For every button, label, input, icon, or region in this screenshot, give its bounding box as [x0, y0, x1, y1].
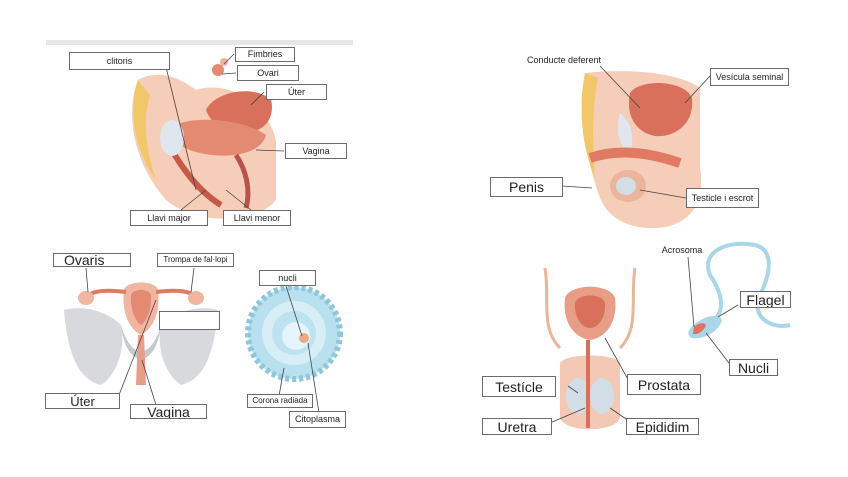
- label-penis: Penis: [490, 177, 563, 197]
- label-flagel: Flagel: [740, 291, 791, 308]
- label-clitoris: clitoris: [69, 52, 170, 70]
- label-nucli-sperm: Nucli: [729, 359, 778, 376]
- label-acrosoma: Acrosoma: [652, 242, 712, 258]
- label-ovari: Ovari: [237, 65, 299, 81]
- label-testicle-escrot: Testicle i escrot: [686, 188, 759, 208]
- label-vesicula-seminal: Vesícula seminal: [710, 68, 789, 86]
- label-trompa-fallopi: Trompa de fal·lopi: [157, 253, 234, 267]
- label-uretra: Uretra: [482, 418, 552, 435]
- label-uter-sagittal: Úter: [266, 84, 327, 100]
- label-ovaris: Ovaris: [53, 253, 131, 267]
- label-uter-front: Úter: [45, 393, 120, 409]
- label-epididim: Epididim: [626, 418, 699, 435]
- label-testicle: Testícle: [482, 376, 556, 397]
- label-corona-radiada: Corona radiada: [247, 394, 313, 408]
- label-vagina-sagittal: Vagina: [285, 143, 347, 159]
- label-vagina-front: Vagina: [130, 404, 207, 419]
- male-front-panel: [520, 268, 660, 435]
- male-front-illustration: [520, 268, 660, 435]
- label-fimbries: Fimbries: [235, 47, 295, 62]
- label-prostata: Prostata: [627, 374, 701, 395]
- label-conducte-deferent: Conducte deferent: [519, 52, 609, 68]
- label-citoplasma: Citoplasma: [289, 411, 346, 428]
- label-llavi-menor: Llavi menor: [223, 210, 291, 226]
- label-llavi-major: Llavi major: [130, 210, 208, 226]
- label-blank: [159, 311, 220, 330]
- label-nucli-ovum: nucli: [259, 270, 316, 286]
